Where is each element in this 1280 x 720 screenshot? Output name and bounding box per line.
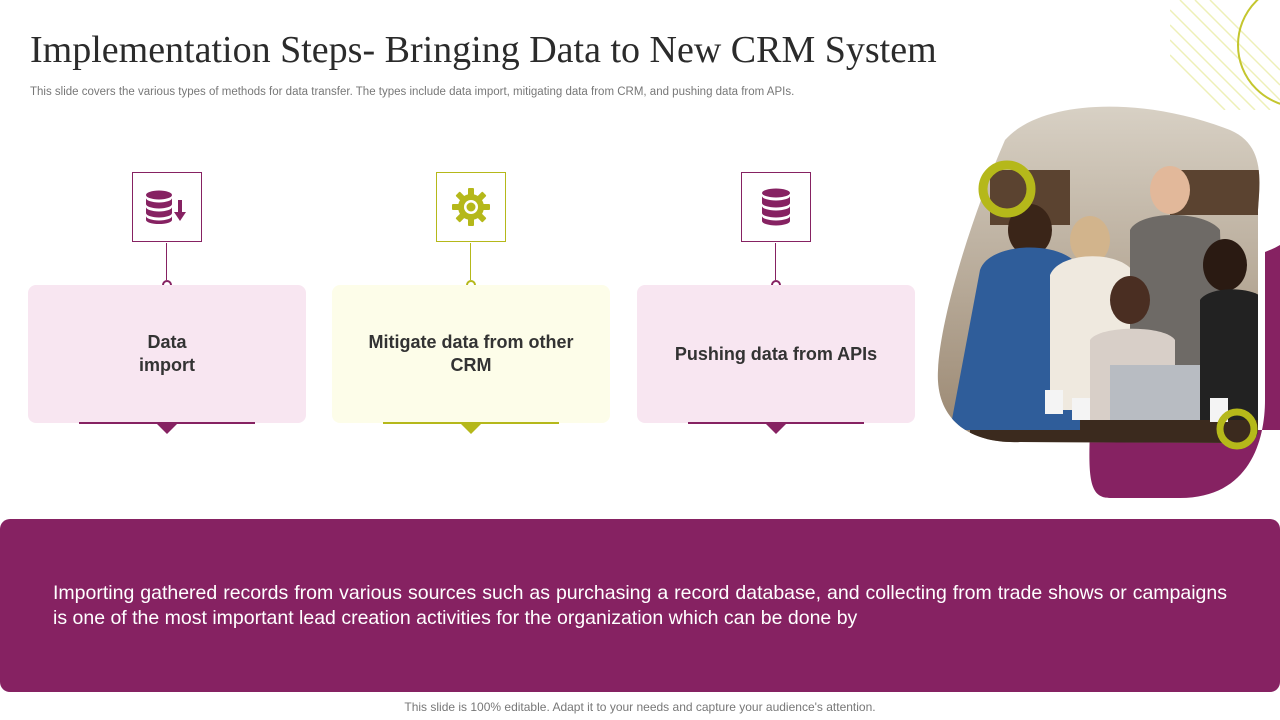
step-label: Pushing data from APIs — [674, 343, 878, 364]
step-mitigate-data: Mitigate data from other CRM — [332, 172, 612, 437]
icon-box — [436, 172, 506, 242]
step-data-import: Data import — [28, 172, 308, 437]
step-card: Data import — [28, 285, 306, 423]
slide-title: Implementation Steps- Bringing Data to N… — [30, 29, 937, 71]
card-underline — [688, 422, 864, 424]
step-card: Mitigate data from other CRM — [332, 285, 610, 423]
card-underline — [383, 422, 559, 424]
database-icon — [762, 188, 790, 226]
card-pointer — [157, 424, 177, 434]
summary-banner: Importing gathered records from various … — [0, 519, 1280, 692]
connector-line — [775, 243, 776, 280]
connector-line — [470, 243, 471, 280]
icon-box — [132, 172, 202, 242]
gear-icon — [452, 188, 490, 226]
olive-ring-decoration — [1216, 408, 1258, 450]
decorative-corner-pattern — [1170, 0, 1280, 110]
card-pointer — [461, 424, 481, 434]
summary-text: Importing gathered records from various … — [53, 582, 1227, 629]
step-pushing-data: Pushing data from APIs — [637, 172, 917, 437]
team-photo — [937, 106, 1280, 498]
connector-line — [166, 243, 167, 280]
step-label: Mitigate data from other CRM — [368, 332, 574, 375]
step-label: Data import — [139, 332, 195, 375]
database-download-icon — [146, 190, 186, 224]
step-card: Pushing data from APIs — [637, 285, 915, 423]
olive-ring-decoration — [978, 160, 1036, 218]
icon-box — [741, 172, 811, 242]
slide-subtitle: This slide covers the various types of m… — [30, 86, 795, 98]
footer-note: This slide is 100% editable. Adapt it to… — [404, 700, 876, 714]
card-underline — [79, 422, 255, 424]
card-pointer — [766, 424, 786, 434]
